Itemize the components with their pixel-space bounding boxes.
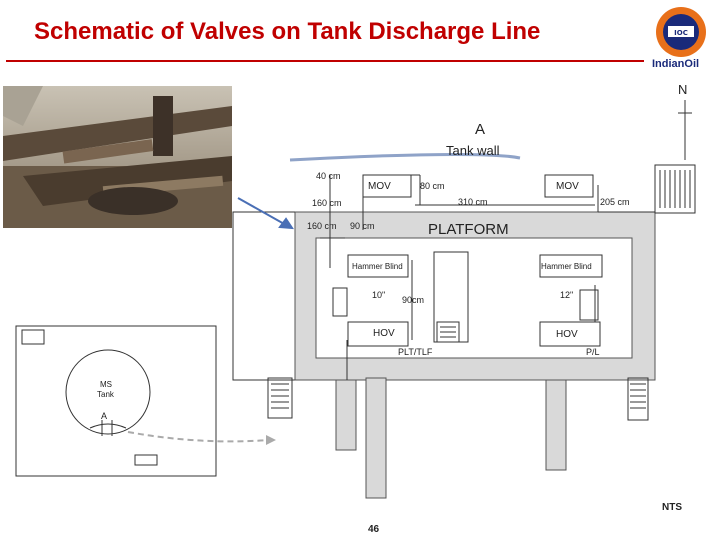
page-title: Schematic of Valves on Tank Discharge Li… [34,18,541,45]
dim-310cm: 310 cm [458,197,488,207]
ms-tank-area [15,325,217,477]
mov-left-label: MOV [368,181,391,192]
dim-90cm-b: 90cm [402,295,425,305]
dim-90cm-a: 90 cm [350,221,375,231]
mov-right-box [544,174,594,198]
tank-wall-label: Tank wall [446,143,500,158]
dim-205cm: 205 cm [600,197,630,207]
plt-tlf-label: PLT/TLF [398,347,433,357]
pl-label: P/L [586,347,600,357]
dim-40cm: 40 cm [316,171,341,181]
plt-box [433,251,469,343]
indianoil-logo: IOC [656,7,706,57]
dim-80cm: 80 cm [420,181,445,191]
hov-left-label: HOV [373,328,395,339]
tank-wall-line [289,152,521,162]
hammer-left-box [347,254,409,278]
ms-tank-circle [65,349,151,435]
photo-arrow [237,197,287,226]
site-photo [3,86,232,228]
platform-label: PLATFORM [428,221,509,238]
mov-left-box [362,174,412,198]
ms-tank-arrow [127,431,271,443]
ladders [21,164,696,466]
hammer-left-label: Hammer Blind [352,262,403,271]
hov-left-box [347,321,409,347]
tank-label: A [475,121,486,138]
ms-tank-label-2: Tank [97,390,114,399]
size-12-label: 12" [560,290,574,300]
north-label: N [678,82,688,97]
hov-right-box [539,321,601,347]
dim-160cm-b: 160 cm [307,221,337,231]
hammer-right-box [539,254,603,278]
svg-text:IOC: IOC [674,29,688,37]
dim-160cm-a: 160 cm [312,198,342,208]
hammer-right-label: Hammer Blind [541,262,592,271]
hov-right-label: HOV [556,329,578,340]
page-number: 46 [368,524,380,535]
nts-label: NTS [662,502,682,513]
ms-tank-label-1: MS [100,380,112,389]
title-underline [6,60,644,62]
mov-right-label: MOV [556,181,579,192]
size-10-label: 10" [372,290,386,300]
ms-tank-point-label: A [101,411,108,421]
logo-text: IndianOil [652,58,700,70]
